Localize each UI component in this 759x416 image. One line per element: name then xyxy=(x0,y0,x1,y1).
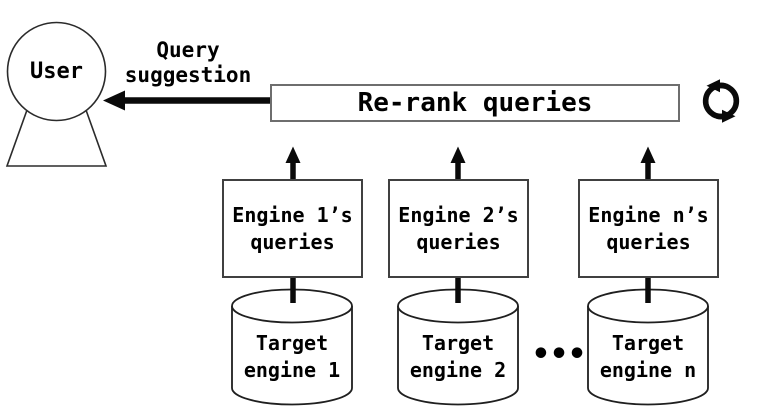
person-head-shape xyxy=(6,21,107,122)
engine1-to-rerank-arrow xyxy=(285,146,301,181)
engine-2-queries-label: Engine 2’s queries xyxy=(398,202,519,254)
user-label: User xyxy=(30,59,83,84)
engine-2-queries-box: Engine 2’s queries xyxy=(388,179,529,278)
target-engine-2-label: Target engine 2 xyxy=(409,331,507,382)
target-engine-1-label: Target engine 1 xyxy=(243,331,341,382)
refresh-cycle-icon xyxy=(702,79,740,123)
target-engine-1-cylinder xyxy=(231,288,353,406)
query-suggestion-label: Query suggestion xyxy=(124,38,252,87)
enginen-to-rerank-arrow xyxy=(640,146,656,181)
engine-n-queries-box: Engine n’s queries xyxy=(578,179,719,278)
query-suggestion-arrow xyxy=(103,90,272,111)
engine-1-queries-box: Engine 1’s queries xyxy=(222,179,363,278)
engine-n-queries-label: Engine n’s queries xyxy=(588,202,709,254)
person-figure-icon xyxy=(5,21,108,167)
ellipsis-dots: ••• xyxy=(531,337,587,372)
engine-1-queries-label: Engine 1’s queries xyxy=(232,202,353,254)
rerank-queries-label: Re-rank queries xyxy=(357,88,593,118)
engine2-to-rerank-arrow xyxy=(450,146,466,181)
target-engine-n-label: Target engine n xyxy=(599,331,697,382)
rerank-queries-box: Re-rank queries xyxy=(270,84,680,122)
target-engine-n-cylinder xyxy=(587,288,709,406)
